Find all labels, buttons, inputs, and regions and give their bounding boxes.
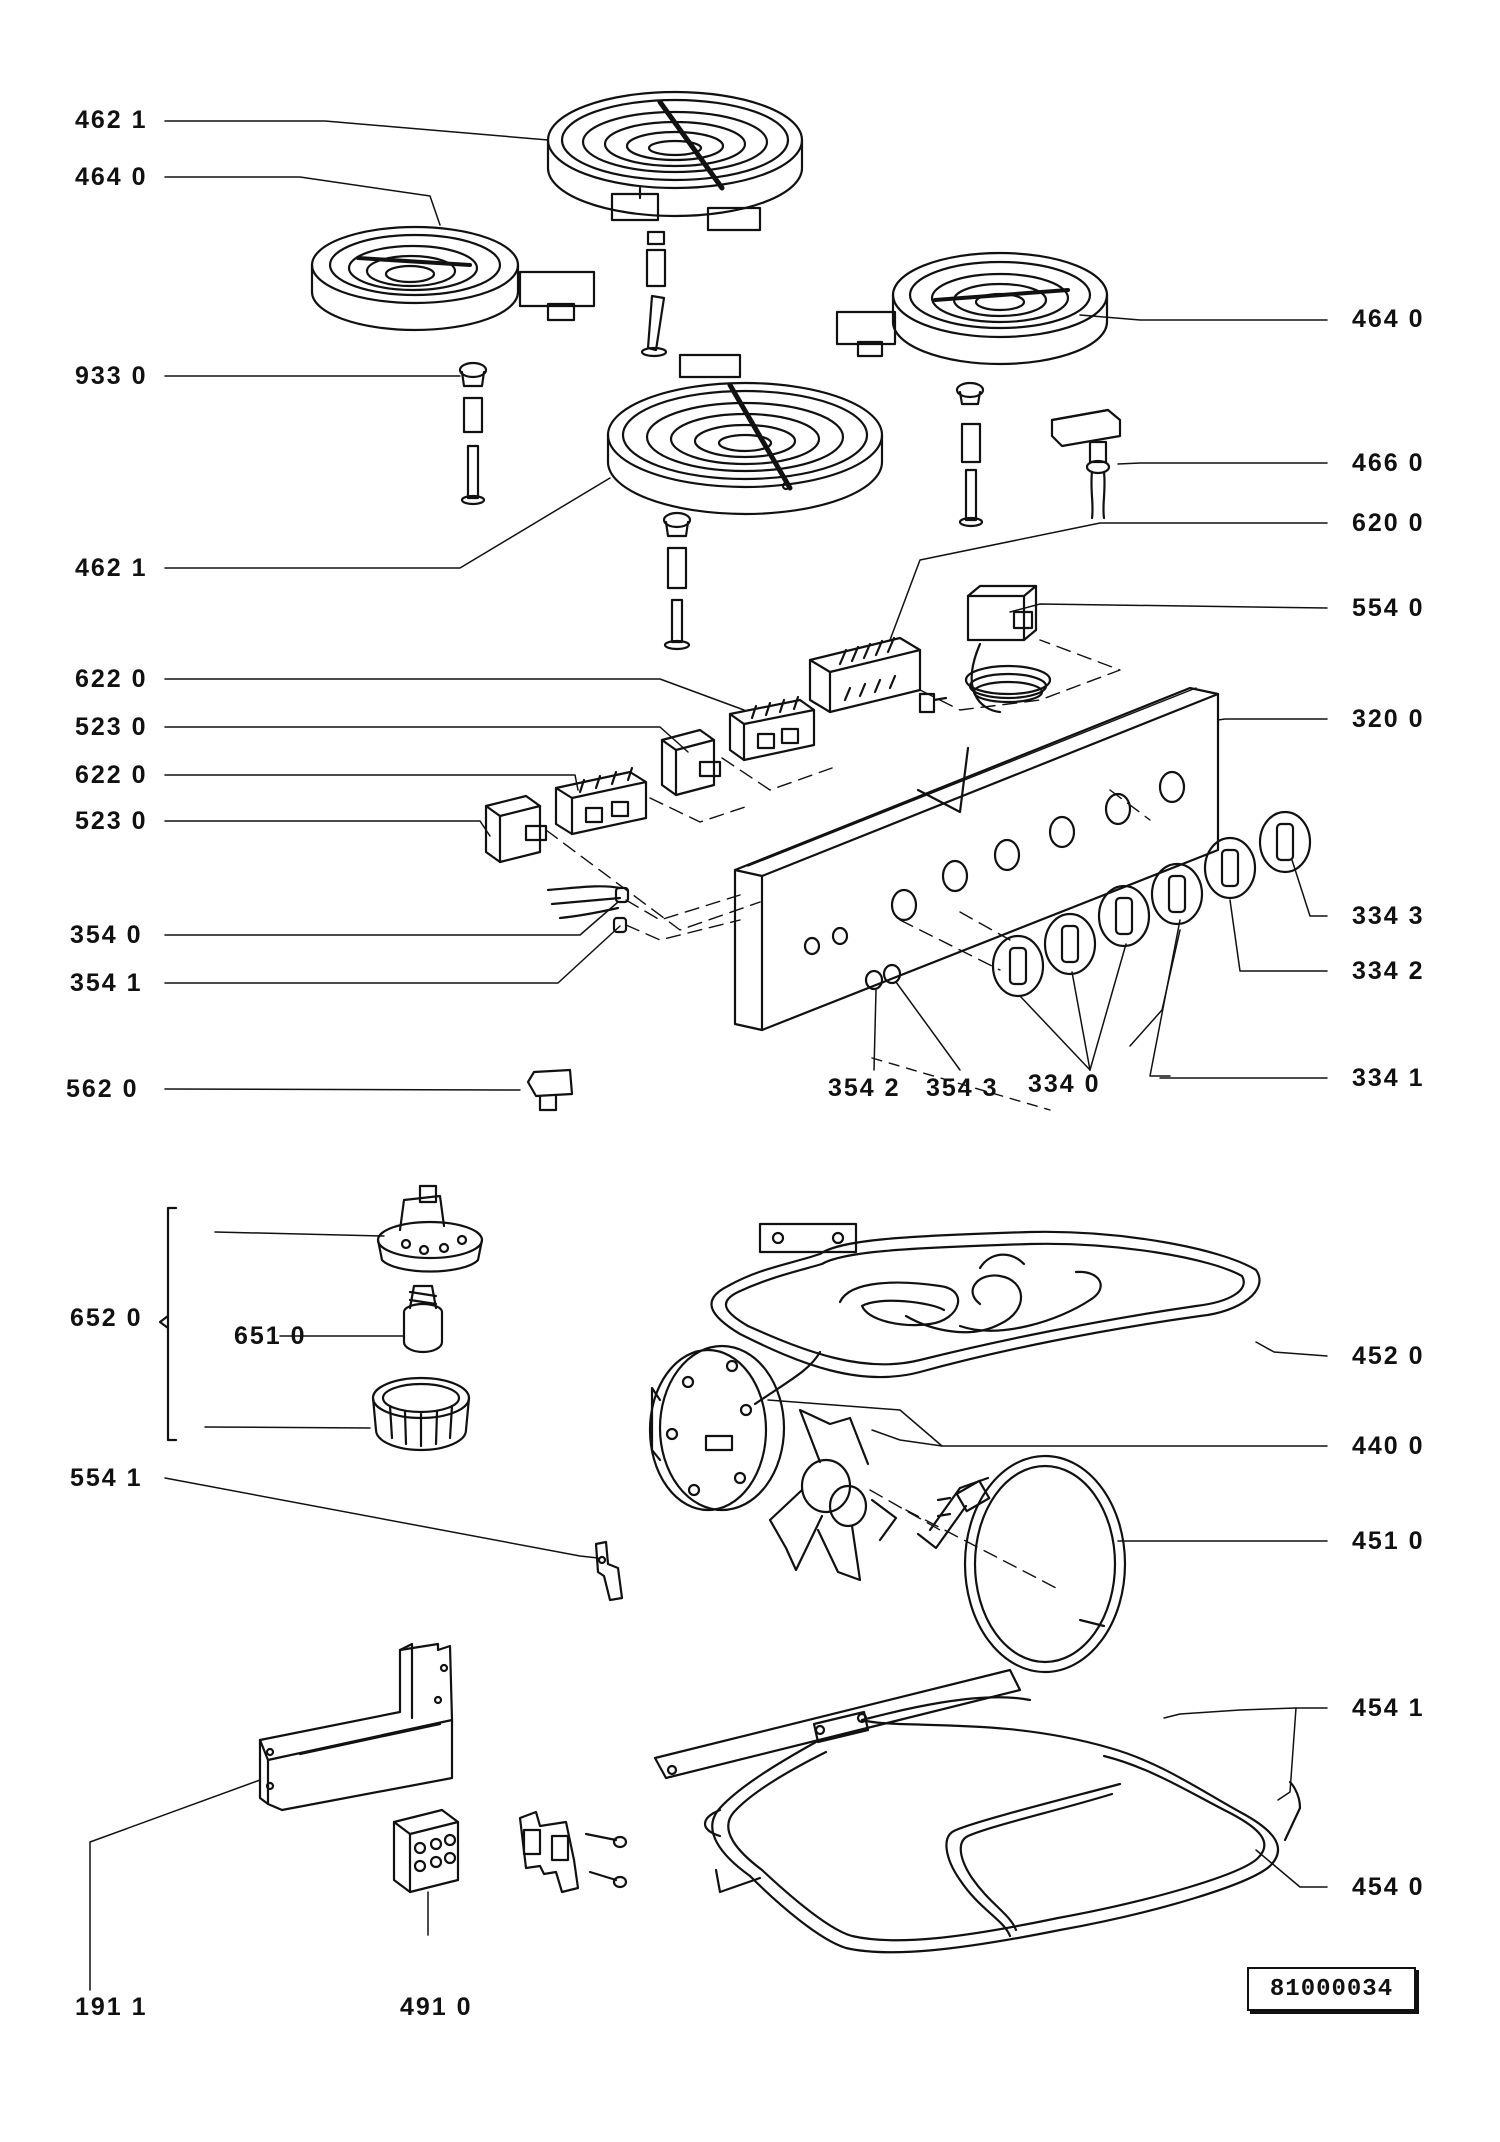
label-4640-right: 464 0: [1352, 305, 1425, 333]
hotplate-4640-right: [835, 251, 1109, 528]
label-5541: 554 1: [70, 1464, 143, 1492]
grill-element-4520: [710, 1222, 1261, 1379]
label-4540: 454 0: [1352, 1873, 1425, 1901]
label-5230-b: 523 0: [75, 807, 148, 835]
label-3540: 354 0: [70, 921, 143, 949]
lower-element-4540: [653, 1668, 1302, 1954]
wiring-dash-lines: [545, 639, 1151, 1591]
knob-3340-a: [991, 934, 1045, 998]
label-3542: 354 2: [828, 1074, 901, 1102]
hotplate-4621-mid: [606, 353, 884, 651]
signal-lamps: [546, 885, 902, 991]
fan-blade: [768, 1408, 898, 1582]
document-number: 81000034: [1247, 1967, 1416, 2011]
label-3342: 334 2: [1352, 957, 1425, 985]
label-3543: 354 3: [926, 1074, 999, 1102]
screw-set-9330: [458, 361, 488, 506]
label-3340: 334 0: [1028, 1070, 1101, 1098]
label-4541: 454 1: [1352, 1694, 1425, 1722]
label-4640-left: 464 0: [75, 163, 148, 191]
selector-switch-6200: [808, 636, 948, 714]
label-4510: 451 0: [1352, 1527, 1425, 1555]
thermostat-5540: [964, 584, 1052, 714]
fan-motor-4400: [648, 1344, 898, 1582]
knob-3342: [1203, 836, 1257, 900]
switch-6220-lower: [554, 766, 648, 836]
clip-5541: [594, 1540, 624, 1602]
terminal-block-4910: [392, 1808, 460, 1894]
circular-element-4510: [916, 1454, 1127, 1674]
label-4621-top: 462 1: [75, 106, 148, 134]
label-6520: 652 0: [70, 1304, 143, 1332]
switch-5230-lower: [484, 794, 548, 864]
lamp-cover: [371, 1376, 471, 1452]
label-6510: 651 0: [234, 1322, 307, 1350]
leader-lines: [89, 120, 1328, 1991]
pilot-lamp-4660: [1050, 408, 1122, 520]
switch-5230-upper: [660, 728, 722, 797]
knob-3340-c: [1097, 884, 1151, 948]
knob-3340-b: [1043, 912, 1097, 976]
label-3200: 320 0: [1352, 705, 1425, 733]
label-3341: 334 1: [1352, 1064, 1425, 1092]
label-3343: 334 3: [1352, 902, 1425, 930]
switch-6220-upper: [728, 695, 816, 762]
knob-3341: [1150, 862, 1204, 926]
lamp-bulb-6510: [402, 1284, 444, 1354]
clip-5620: [526, 1068, 574, 1112]
label-5540: 554 0: [1352, 594, 1425, 622]
hotplate-4621-top: [546, 90, 804, 358]
control-knobs: [991, 810, 1312, 998]
label-6200: 620 0: [1352, 509, 1425, 537]
oven-lamp-6520: [158, 1184, 484, 1452]
label-1911: 191 1: [75, 1993, 148, 2021]
label-4621-mid: 462 1: [75, 554, 148, 582]
bracket-1911: [258, 1642, 454, 1812]
door-switch-clamp: [518, 1810, 628, 1894]
label-6220-a: 622 0: [75, 665, 148, 693]
label-9330: 933 0: [75, 362, 148, 390]
label-4520: 452 0: [1352, 1342, 1425, 1370]
control-panel-3200: [733, 686, 1220, 1032]
lamp-holder: [376, 1184, 484, 1273]
knob-3343: [1258, 810, 1312, 874]
wire-thermostat: [916, 746, 970, 814]
label-3541: 354 1: [70, 969, 143, 997]
label-4910: 491 0: [400, 1993, 473, 2021]
label-5620: 562 0: [66, 1075, 139, 1103]
hotplate-4640-left: [310, 225, 596, 332]
label-5230-a: 523 0: [75, 713, 148, 741]
label-6220-b: 622 0: [75, 761, 148, 789]
label-4400: 440 0: [1352, 1432, 1425, 1460]
label-4660: 466 0: [1352, 449, 1425, 477]
